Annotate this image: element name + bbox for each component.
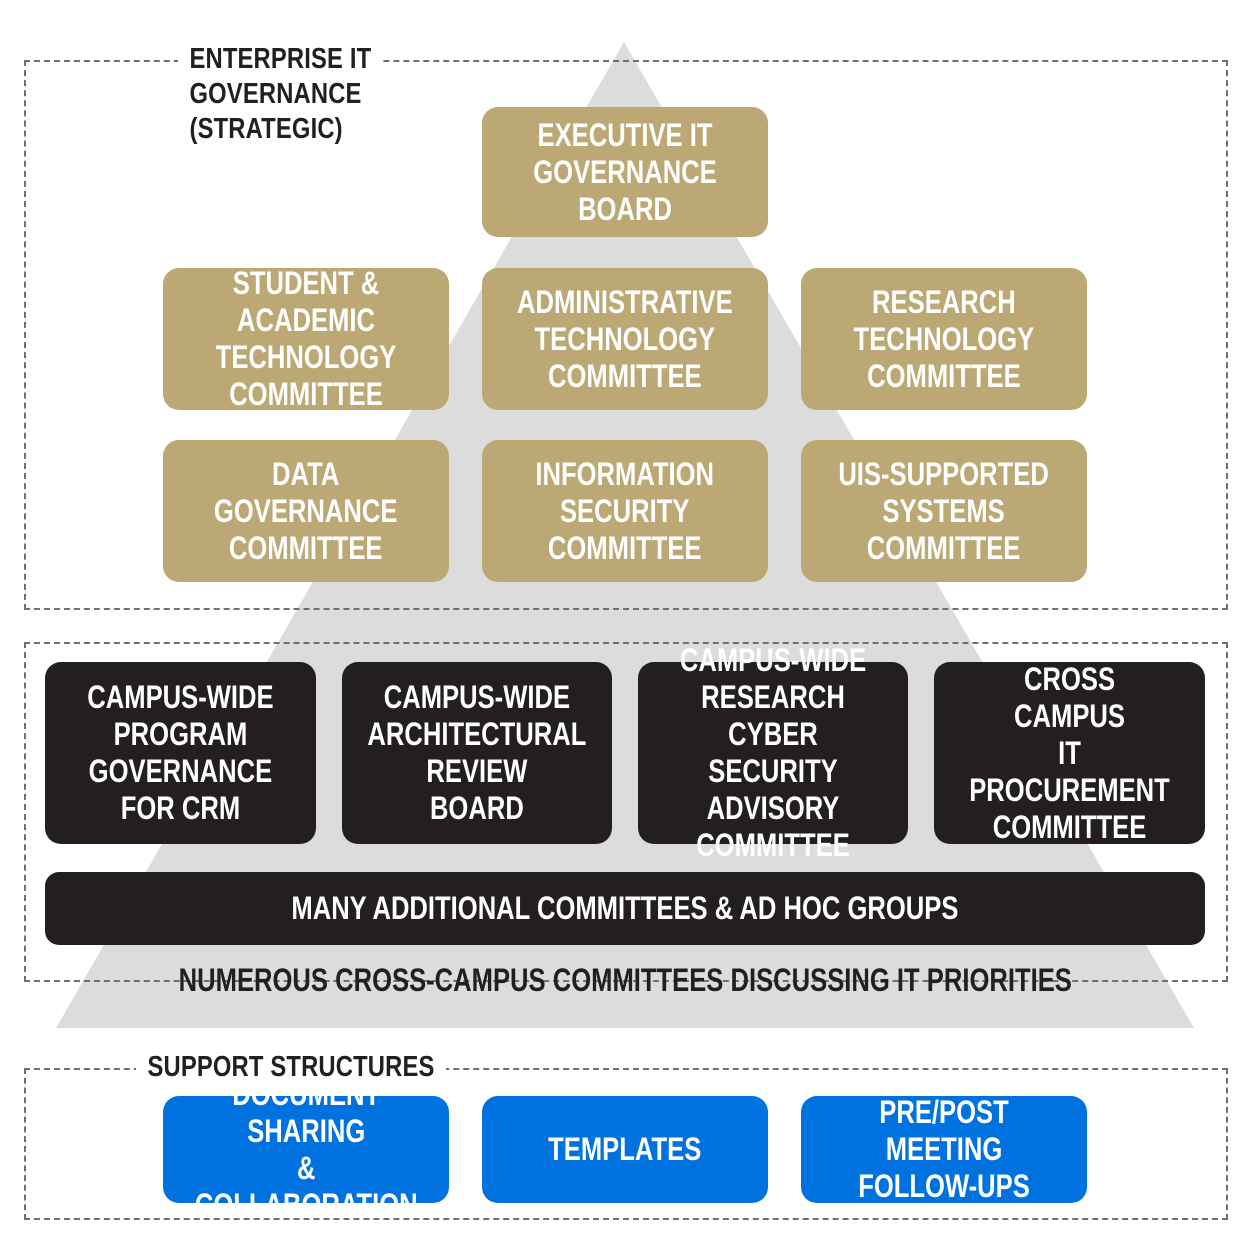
architectural-review-box[interactable]: CAMPUS-WIDE ARCHITECTURAL REVIEW BOARD: [342, 662, 612, 844]
committee-label: CROSS CAMPUS IT PROCUREMENT COMMITTEE: [969, 660, 1170, 845]
committee-label: CAMPUS-WIDE PROGRAM GOVERNANCE FOR CRM: [87, 679, 274, 826]
committee-label: CAMPUS-WIDE ARCHITECTURAL REVIEW BOARD: [367, 679, 587, 826]
meeting-follow-ups-box[interactable]: PRE/POST MEETING FOLLOW-UPS: [801, 1094, 1087, 1204]
cross-campus-caption-text: NUMEROUS CROSS-CAMPUS COMMITTEES DISCUSS…: [178, 962, 1072, 998]
administrative-committee-box[interactable]: ADMINISTRATIVE TECHNOLOGY COMMITTEE: [482, 268, 768, 410]
support-item-label: DOCUMENT SHARING & COLLABORATION: [194, 1075, 418, 1223]
document-sharing-box[interactable]: DOCUMENT SHARING & COLLABORATION: [163, 1076, 449, 1223]
crm-governance-box[interactable]: CAMPUS-WIDE PROGRAM GOVERNANCE FOR CRM: [45, 662, 316, 844]
support-item-label: PRE/POST MEETING FOLLOW-UPS: [858, 1094, 1030, 1204]
cross-campus-caption: NUMEROUS CROSS-CAMPUS COMMITTEES DISCUSS…: [0, 962, 1250, 998]
templates-box[interactable]: TEMPLATES: [482, 1096, 768, 1203]
committee-label: RESEARCH TECHNOLOGY COMMITTEE: [853, 283, 1035, 394]
strategic-frame: [24, 60, 1228, 610]
strategic-label: ENTERPRISE IT GOVERNANCE (STRATEGIC): [178, 42, 383, 147]
committee-label: UIS-SUPPORTED SYSTEMS COMMITTEE: [838, 455, 1050, 566]
committee-label: STUDENT & ACADEMIC TECHNOLOGY COMMITTEE: [215, 265, 397, 412]
uis-systems-committee-box[interactable]: UIS-SUPPORTED SYSTEMS COMMITTEE: [801, 440, 1087, 582]
support-frame: [24, 1068, 1228, 1220]
committee-label: ADMINISTRATIVE TECHNOLOGY COMMITTEE: [517, 283, 733, 394]
support-label: SUPPORT STRUCTURES: [136, 1050, 446, 1085]
student-academic-committee-box[interactable]: STUDENT & ACADEMIC TECHNOLOGY COMMITTEE: [163, 265, 449, 412]
research-cyber-security-box[interactable]: CAMPUS-WIDE RESEARCH CYBER SECURITY ADVI…: [638, 642, 908, 863]
support-item-label: TEMPLATES: [548, 1131, 702, 1167]
research-committee-box[interactable]: RESEARCH TECHNOLOGY COMMITTEE: [801, 268, 1087, 410]
additional-committees-bar[interactable]: MANY ADDITIONAL COMMITTEES & AD HOC GROU…: [45, 872, 1205, 945]
committee-label: DATA GOVERNANCE COMMITTEE: [214, 455, 398, 566]
executive-board-label: EXECUTIVE IT GOVERNANCE BOARD: [533, 116, 717, 227]
additional-committees-label: MANY ADDITIONAL COMMITTEES & AD HOC GROU…: [291, 890, 959, 926]
cross-campus-frame: [24, 642, 1228, 982]
committee-label: INFORMATION SECURITY COMMITTEE: [535, 455, 715, 566]
information-security-committee-box[interactable]: INFORMATION SECURITY COMMITTEE: [482, 440, 768, 582]
committee-label: CAMPUS-WIDE RESEARCH CYBER SECURITY ADVI…: [679, 642, 867, 863]
data-governance-committee-box[interactable]: DATA GOVERNANCE COMMITTEE: [163, 440, 449, 582]
executive-board-box[interactable]: EXECUTIVE IT GOVERNANCE BOARD: [482, 107, 768, 237]
it-procurement-box[interactable]: CROSS CAMPUS IT PROCUREMENT COMMITTEE: [934, 660, 1205, 845]
